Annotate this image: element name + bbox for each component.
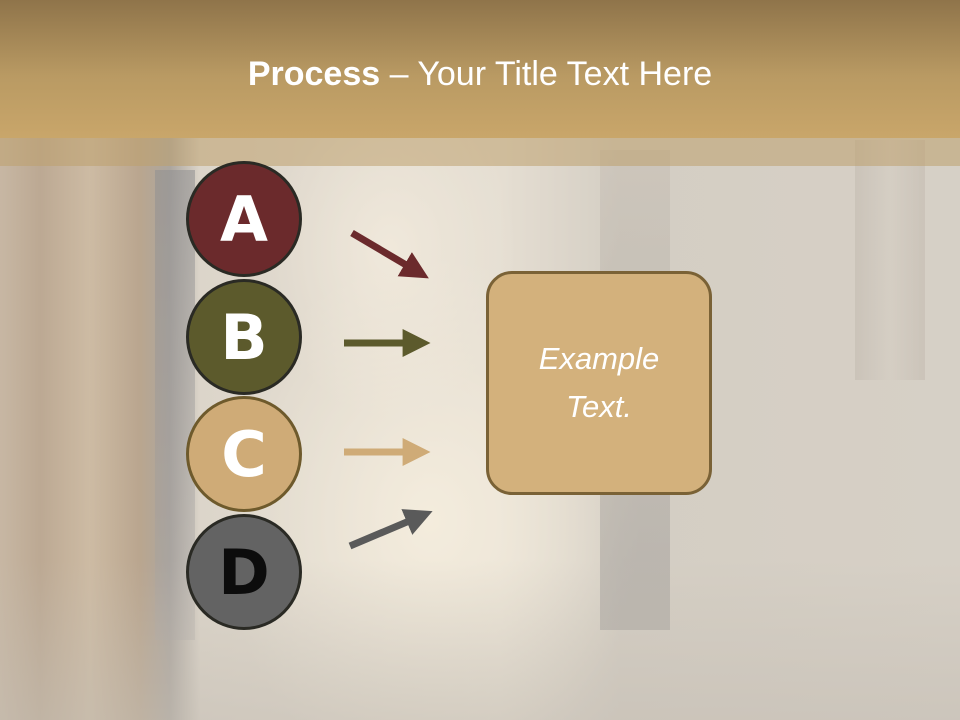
title-bar [0, 0, 960, 138]
slide-title[interactable]: Process – Your Title Text Here [0, 52, 960, 96]
step-circle-a[interactable]: A [186, 161, 302, 277]
step-circle-d[interactable]: D [186, 514, 302, 630]
step-letter-b: B [220, 300, 268, 374]
background-pillar [855, 140, 925, 380]
arrow-a [350, 229, 429, 279]
background-floor [0, 560, 960, 720]
step-circle-b[interactable]: B [186, 279, 302, 395]
title-bar-band [0, 138, 960, 166]
step-letter-a: A [220, 182, 268, 256]
arrow-d [348, 509, 433, 550]
step-letter-d: D [218, 535, 270, 609]
example-text: Example Text. [538, 341, 660, 424]
step-circle-c[interactable]: C [186, 396, 302, 512]
slide-title-bold: Process [247, 55, 381, 93]
slide-title-rest: – Your Title Text Here [380, 55, 713, 93]
example-text-box[interactable]: Example Text. [486, 271, 712, 495]
step-letter-c: C [221, 417, 267, 491]
